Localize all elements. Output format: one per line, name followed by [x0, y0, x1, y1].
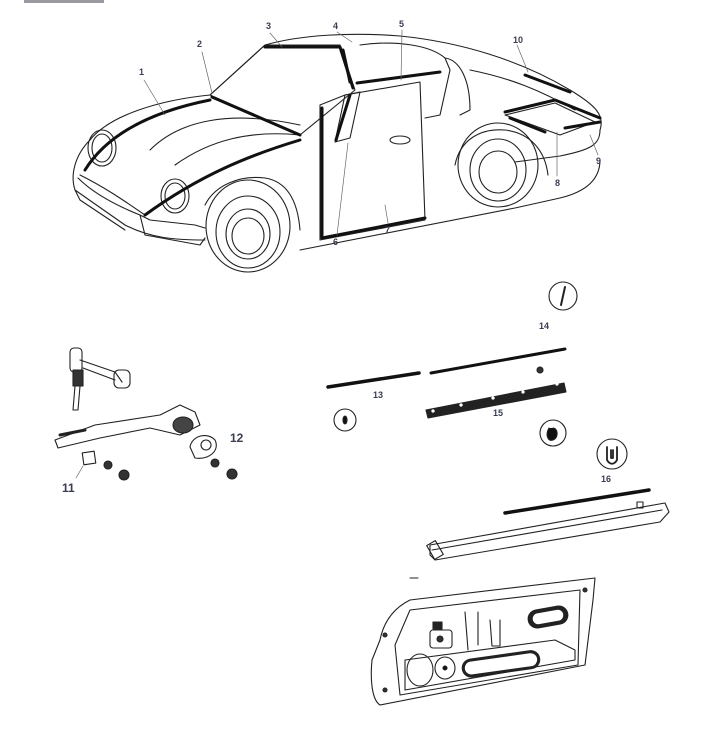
header-bar	[24, 0, 104, 3]
callout-13: 13	[373, 390, 384, 400]
callout-9: 9	[596, 156, 602, 166]
car-illustration	[72, 33, 602, 273]
callout-6: 6	[333, 237, 339, 247]
callout-12: 12	[230, 431, 244, 445]
callout-3: 3	[266, 21, 272, 31]
callout-14: 14	[539, 321, 550, 331]
callout-16: 16	[601, 474, 612, 484]
callout-2: 2	[197, 39, 203, 49]
door-lock-illustration	[54, 347, 238, 481]
callout-8: 8	[555, 178, 561, 188]
callout-11: 11	[62, 481, 75, 495]
window-strip-illustration	[326, 281, 628, 470]
callout-1: 1	[139, 67, 145, 77]
callout-15: 15	[493, 408, 504, 418]
seal-strips	[83, 45, 602, 240]
leader-lines	[143, 29, 599, 236]
callout-10: 10	[513, 35, 524, 45]
callout-4: 4	[333, 21, 339, 31]
door-panel-illustration	[370, 577, 596, 706]
callout-5: 5	[399, 19, 405, 29]
window-channel-illustration	[426, 488, 670, 561]
callout-7: 7	[385, 225, 391, 235]
